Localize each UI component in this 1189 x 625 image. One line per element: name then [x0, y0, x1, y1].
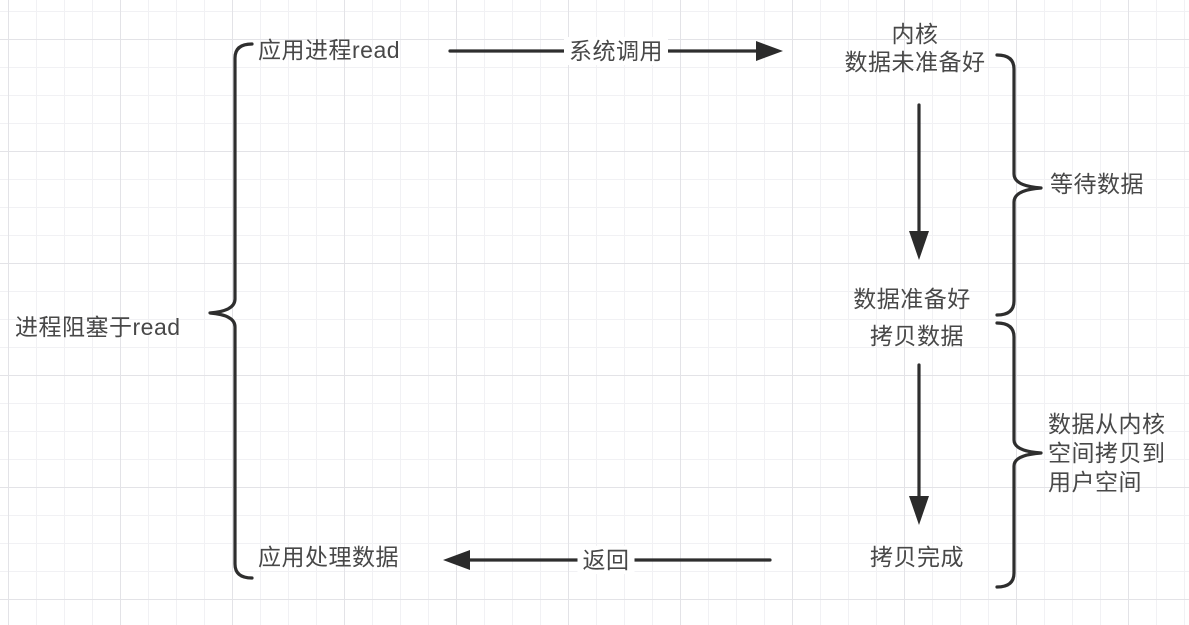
copy-brace-label-line1: 数据从内核: [1048, 411, 1166, 437]
left-brace: [208, 42, 254, 580]
app-process-step: 应用处理数据: [258, 544, 399, 570]
syscall-arrow-label: 系统调用: [564, 37, 668, 65]
wait-arrowhead-icon: [909, 231, 929, 260]
copy-brace-label: 数据从内核 空间拷贝到 用户空间: [1048, 410, 1166, 497]
right-brace-wait: [995, 53, 1043, 317]
right-brace-copy: [995, 321, 1043, 589]
app-read-step: 应用进程read: [258, 37, 401, 63]
kernel-header-line1: 内核: [891, 21, 939, 47]
return-arrowhead-icon: [443, 550, 470, 570]
copy-arrowhead-icon: [909, 496, 929, 525]
copy-brace-label-line3: 用户空间: [1048, 469, 1142, 495]
copy-done-step: 拷贝完成: [870, 544, 964, 570]
copy-brace-label-line2: 空间拷贝到: [1048, 440, 1166, 466]
copy-start-step: 拷贝数据: [870, 323, 964, 349]
data-ready-step: 数据准备好: [853, 286, 971, 312]
syscall-arrowhead-icon: [756, 41, 783, 61]
kernel-header-line2: 数据未准备好: [844, 49, 986, 75]
wait-brace-label: 等待数据: [1050, 171, 1144, 197]
kernel-header: 内核 数据未准备好: [845, 20, 986, 76]
blocked-brace-label: 进程阻塞于read: [15, 314, 181, 340]
return-arrow-label: 返回: [577, 546, 635, 574]
